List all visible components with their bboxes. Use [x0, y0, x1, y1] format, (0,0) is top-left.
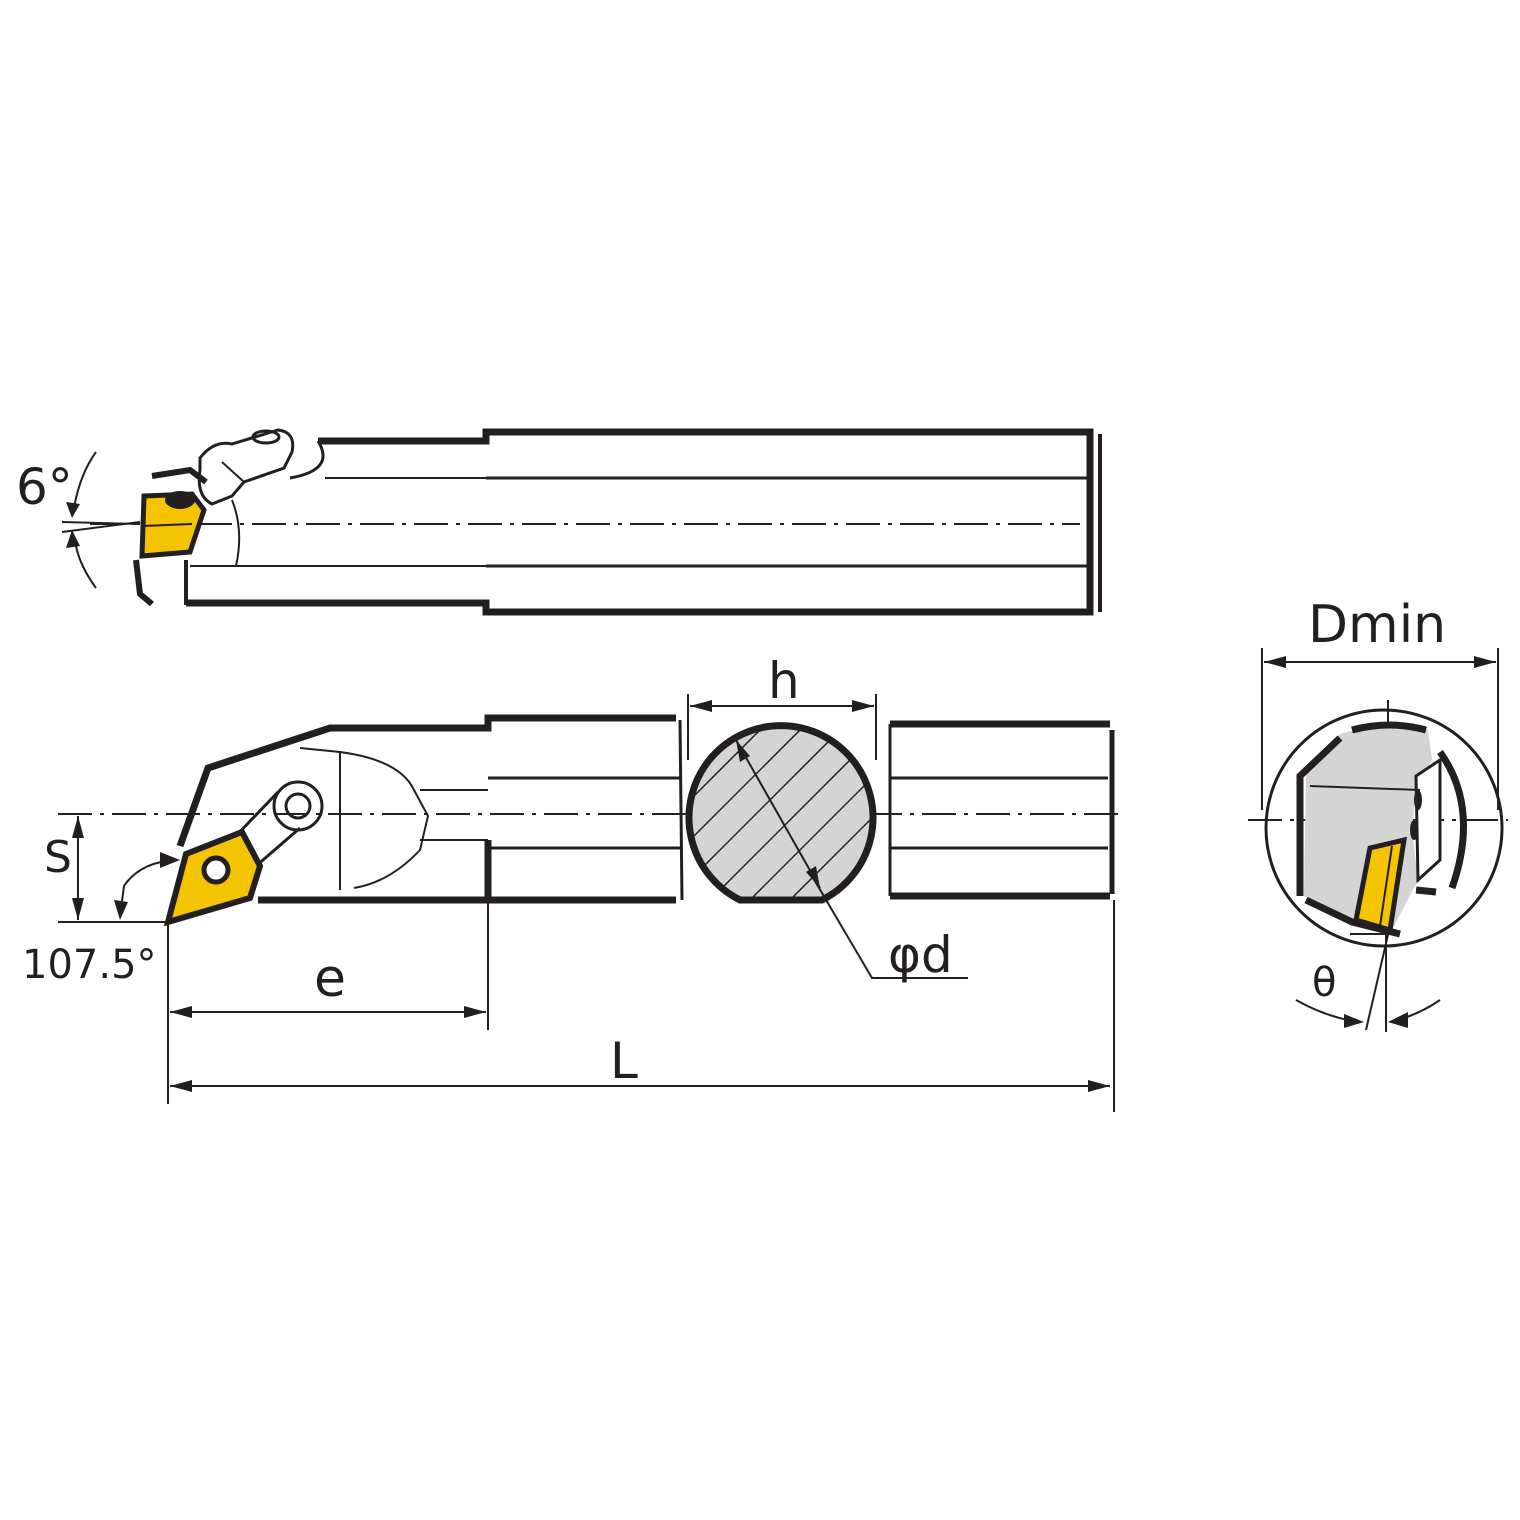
end-view-pocket [1414, 757, 1442, 884]
end-view-bar-outline [1296, 721, 1467, 938]
diameter-label: φd [888, 926, 953, 984]
side-view-head-contour [299, 747, 430, 889]
top-view-angle-arrow-lower [66, 530, 80, 548]
total-length-label: L [610, 1032, 638, 1090]
side-view [58, 714, 1120, 927]
top-view-clamp-lever [197, 428, 295, 506]
top-view-clamp-detail [221, 461, 245, 483]
side-view-insert-hole [201, 855, 231, 885]
top-view-insert-screw [165, 491, 195, 509]
top-view-clamp-screw [251, 429, 281, 445]
offset-s-label: S [44, 832, 72, 883]
side-view-clamp-outer [272, 780, 324, 832]
lead-angle-label: 107.5° [22, 942, 157, 988]
top-view-bar-outline [186, 428, 1094, 616]
end-view-section-line [1309, 785, 1421, 791]
side-view-clamp-arm-lower [255, 826, 301, 868]
top-view-insert-edge [141, 523, 193, 527]
top-view-head-curve [289, 440, 325, 480]
top-view-pocket-lower [133, 559, 154, 607]
top-view-angle-arc-lower [75, 545, 97, 589]
flat-h-label: h [768, 652, 800, 710]
length-e-label: e [314, 949, 346, 1009]
side-view-head-outline [176, 714, 676, 848]
end-view-bore-circle [1264, 708, 1504, 948]
end-view [1248, 648, 1508, 1032]
end-view-bar-section [1304, 726, 1432, 934]
top-view-angle-arc-upper [73, 451, 97, 509]
end-view-screw-bottom [1410, 820, 1418, 840]
offset-dimension [58, 816, 170, 923]
side-view-clamp-inner [284, 792, 312, 820]
flat-dimension [687, 694, 877, 760]
total-length-dimension [170, 900, 1115, 1112]
theta-line-inclined [1365, 899, 1397, 1031]
cross-section-shape [685, 722, 877, 904]
cross-section [685, 722, 968, 979]
diameter-leader [811, 875, 968, 979]
top-view-head-arc [231, 499, 241, 567]
length-e-dimension [167, 900, 489, 1104]
min-bore-label: Dmin [1308, 595, 1446, 655]
top-view-pocket-upper [151, 466, 208, 485]
top-view [61, 428, 1102, 616]
cross-section-hatch [689, 725, 873, 900]
diameter-arrow-top [736, 740, 750, 762]
end-view-screw-top [1414, 790, 1422, 810]
top-angle-label: 6° [16, 458, 73, 516]
side-view-break-left [678, 719, 684, 901]
diameter-dimension-line [735, 739, 821, 889]
end-view-insert-edge [1379, 845, 1393, 927]
top-view-angle-arrow-upper [66, 502, 80, 518]
lead-angle-mark [114, 852, 180, 920]
top-view-angle-line [61, 521, 141, 533]
inclination-label: θ [1312, 960, 1336, 1006]
